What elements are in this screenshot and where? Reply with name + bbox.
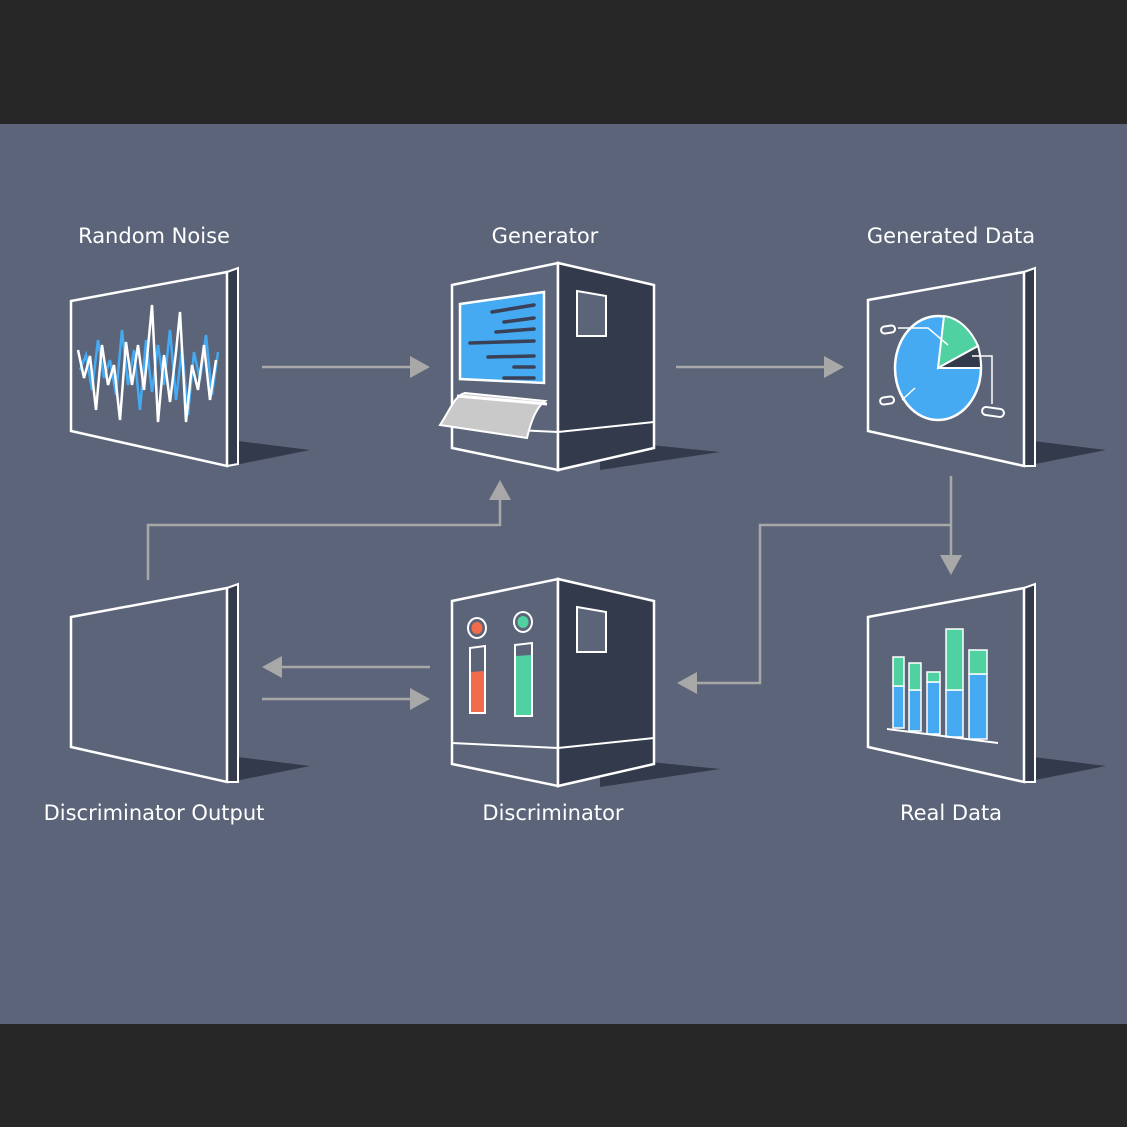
diagram-panel <box>0 124 1127 1024</box>
screen-shadow <box>230 756 310 782</box>
arrows <box>146 356 962 710</box>
screen-shadow <box>1025 440 1106 466</box>
screen-shadow <box>1025 756 1106 782</box>
arrow-data-to-discriminator <box>697 523 951 685</box>
arrow-feedback-to-generator <box>146 500 502 580</box>
label-generated-data: Generated Data <box>867 224 1035 248</box>
label-discriminator: Discriminator <box>482 801 624 825</box>
computer-terminal-icon <box>438 261 720 472</box>
gauge-machine-icon <box>450 577 720 788</box>
label-random-noise: Random Noise <box>78 224 230 248</box>
pie-chart-icon <box>866 266 1106 468</box>
waveform-icon <box>69 266 310 468</box>
screen-shadow <box>230 440 310 466</box>
label-discriminator-output: Discriminator Output <box>44 801 265 825</box>
stacked-bar-chart-icon <box>866 582 1106 784</box>
blank-screen-icon <box>69 582 310 784</box>
label-generator: Generator <box>492 224 599 248</box>
label-real-data: Real Data <box>900 801 1002 825</box>
